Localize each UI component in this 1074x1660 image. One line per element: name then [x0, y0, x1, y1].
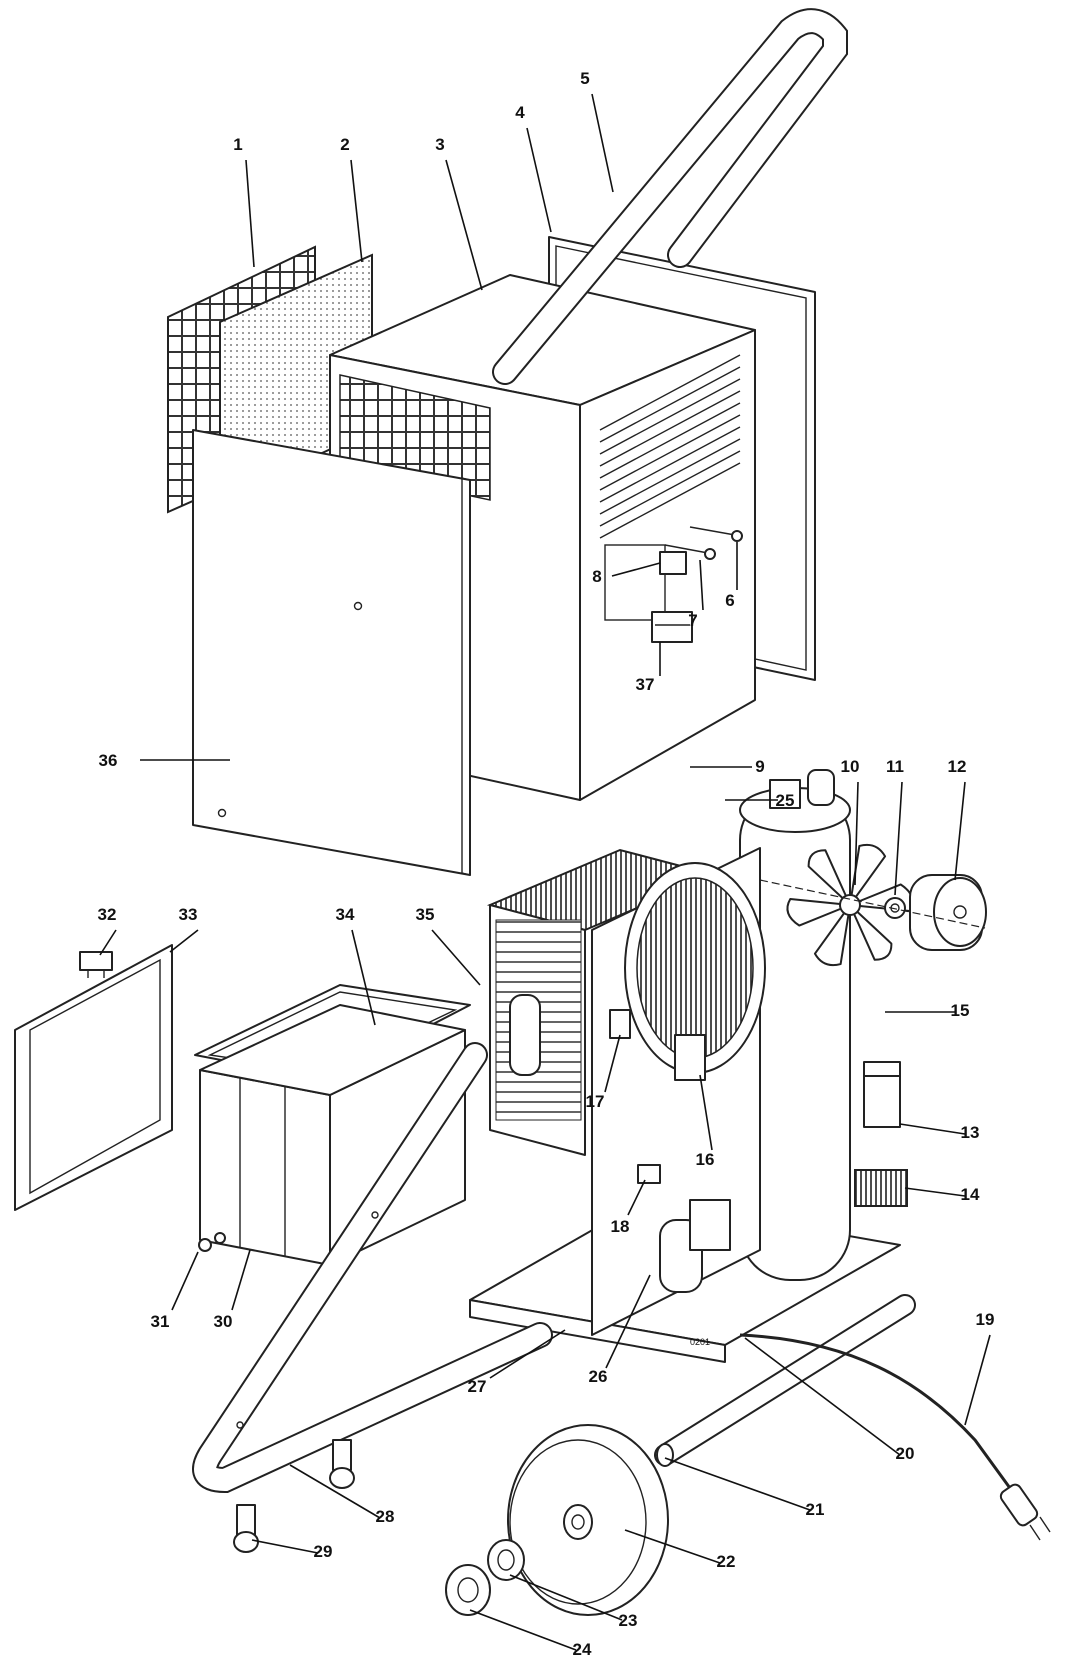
- leader-line-28: [289, 1464, 381, 1519]
- leader-line-24: [469, 1609, 577, 1651]
- callout-6: 6: [725, 591, 734, 610]
- leader-line-31: [171, 1251, 199, 1311]
- callout-36: 36: [99, 751, 118, 770]
- callout-27: 27: [468, 1377, 487, 1396]
- callout-13: 13: [961, 1123, 980, 1142]
- callout-37: 37: [636, 675, 655, 694]
- part-drain-plug: [198, 1232, 226, 1252]
- part-solenoid: [863, 1061, 901, 1128]
- leader-line-26: [605, 1274, 651, 1369]
- callout-7: 7: [688, 611, 697, 630]
- leader-line-12: [954, 781, 966, 881]
- leader-line-33: [169, 929, 199, 953]
- callout-24: 24: [573, 1640, 592, 1659]
- part-terminal-block: [854, 1169, 908, 1207]
- callout-29: 29: [314, 1542, 333, 1561]
- callout-21: 21: [806, 1500, 825, 1519]
- callout-11: 11: [886, 757, 904, 776]
- part-fan-hub: [884, 897, 906, 919]
- leader-line-11: [894, 781, 903, 896]
- leader-line-18: [627, 1179, 646, 1216]
- callout-22: 22: [717, 1552, 736, 1571]
- callout-28: 28: [376, 1507, 395, 1526]
- callout-20: 20: [896, 1444, 915, 1463]
- callout-25: 25: [776, 791, 795, 810]
- leader-line-35: [431, 929, 481, 986]
- callout-5: 5: [580, 69, 589, 88]
- part-side-filter: [14, 944, 173, 1211]
- tray-stamp: 0201: [690, 1337, 710, 1347]
- leader-line-14: [904, 1187, 966, 1197]
- part-electricals: [609, 1009, 731, 1293]
- callout-17: 17: [586, 1092, 605, 1111]
- part-fan-blade: [786, 843, 914, 967]
- part-switches: [651, 526, 743, 643]
- leader-line-17: [604, 1034, 621, 1093]
- callout-34: 34: [336, 905, 355, 924]
- leader-line-22: [624, 1529, 721, 1564]
- callout-9: 9: [755, 757, 764, 776]
- callout-16: 16: [696, 1150, 715, 1169]
- leader-line-13: [899, 1123, 966, 1135]
- leader-line-29: [251, 1539, 319, 1554]
- callout-23: 23: [619, 1611, 638, 1630]
- leader-line-16: [699, 1074, 713, 1151]
- callout-33: 33: [179, 905, 198, 924]
- callout-15: 15: [951, 1001, 970, 1020]
- leader-line-8: [611, 562, 661, 577]
- callout-18: 18: [611, 1217, 630, 1236]
- leader-line-1: [245, 159, 255, 268]
- part-castors: [233, 1439, 355, 1553]
- leader-lines: [99, 93, 991, 1651]
- leader-line-21: [664, 1457, 811, 1511]
- part-axle: [654, 1294, 916, 1467]
- callout-19: 19: [976, 1310, 995, 1329]
- part-front-panel: [192, 429, 471, 876]
- callout-32: 32: [98, 905, 117, 924]
- callout-1: 1: [233, 135, 242, 154]
- callout-30: 30: [214, 1312, 233, 1331]
- leader-line-4: [526, 127, 552, 233]
- part-bearing: [487, 1539, 525, 1581]
- leader-line-5: [591, 93, 614, 193]
- part-lower-handle: [192, 1042, 553, 1494]
- leader-line-20: [744, 1337, 901, 1456]
- callout-10: 10: [841, 757, 860, 776]
- callout-2: 2: [340, 135, 349, 154]
- part-clip: [79, 951, 113, 978]
- leader-line-2: [350, 159, 363, 263]
- callout-35: 35: [416, 905, 435, 924]
- leader-line-10: [854, 781, 859, 886]
- leader-line-34: [351, 929, 376, 1026]
- callout-26: 26: [589, 1367, 608, 1386]
- callout-12: 12: [948, 757, 967, 776]
- leader-line-27: [489, 1329, 566, 1379]
- part-wheel: [507, 1424, 669, 1616]
- callout-14: 14: [961, 1185, 980, 1204]
- part-hub-cap: [445, 1564, 491, 1616]
- leader-line-30: [231, 1249, 251, 1311]
- leader-line-3: [445, 159, 483, 291]
- callout-8: 8: [592, 567, 601, 586]
- leader-line-19: [964, 1334, 991, 1426]
- callout-4: 4: [515, 103, 525, 122]
- leader-line-7: [699, 559, 704, 611]
- callout-3: 3: [435, 135, 444, 154]
- part-fan-motor: [909, 874, 987, 951]
- part-drier: [509, 994, 541, 1076]
- callout-31: 31: [151, 1312, 170, 1331]
- part-handle: [492, 8, 848, 385]
- part-power-cord: [739, 1333, 1051, 1541]
- leader-line-23: [509, 1574, 623, 1621]
- leader-line-32: [99, 929, 117, 956]
